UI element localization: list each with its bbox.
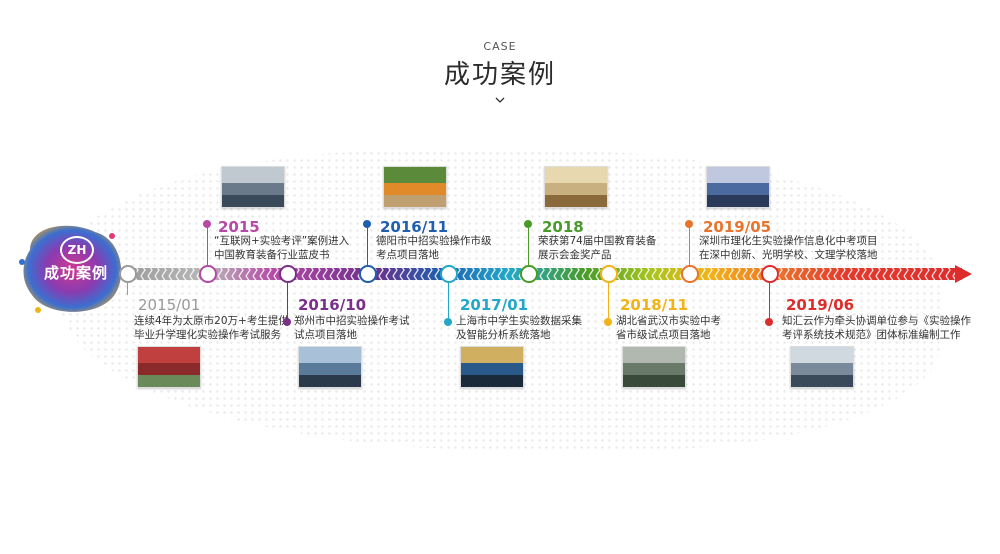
marker-dot — [604, 318, 612, 326]
classroom-photo[interactable] — [221, 166, 285, 208]
connector-line — [689, 226, 690, 266]
section-title: 成功案例 — [443, 60, 556, 90]
event-description-line: 知汇云作为牵头协调单位参与《实验操作 — [782, 315, 971, 327]
event-description-line: 省市级试点项目落地 — [616, 329, 711, 341]
timeline-node-e2018-11[interactable] — [600, 265, 618, 283]
event-year: 2017/01 — [460, 296, 529, 314]
connector-line — [769, 283, 770, 321]
meeting-photo[interactable] — [706, 166, 770, 208]
marker-dot — [283, 318, 291, 326]
event-year: 2019/06 — [786, 296, 855, 314]
students-photo[interactable] — [383, 166, 447, 208]
chevron-down-icon — [495, 97, 505, 103]
event-year: 2015 — [218, 218, 260, 236]
event-year: 2016/10 — [298, 296, 367, 314]
badge-label: 成功案例 — [43, 264, 108, 282]
conference-photo[interactable] — [790, 346, 854, 388]
event-description-line: 考评系统技术规范》团体标准编制工作 — [782, 329, 961, 341]
timeline-node-e2018[interactable] — [520, 265, 538, 283]
event-year: 2018 — [542, 218, 584, 236]
timeline-arrow-head — [955, 265, 972, 283]
event-description-line: 德阳市中招实验操作市级 — [376, 235, 492, 247]
event-description-line: “互联网+实验考评”案例进入 — [214, 235, 350, 247]
connector-line — [287, 283, 288, 321]
event-description-line: 荣获第74届中国教育装备 — [538, 235, 657, 247]
event-description-line: 展示会金奖产品 — [538, 249, 612, 261]
event-description-line: 中国教育装备行业蓝皮书 — [214, 249, 330, 261]
exam-room-photo[interactable] — [622, 346, 686, 388]
event-description-line: 试点项目落地 — [294, 329, 357, 341]
timeline-node-e2019-06[interactable] — [761, 265, 779, 283]
marker-dot — [685, 220, 693, 228]
timeline-node-e2019-05[interactable] — [681, 265, 699, 283]
event-year: 2016/11 — [380, 218, 449, 236]
event-description-line: 毕业升学理化实验操作考试服务 — [134, 329, 281, 341]
event-description-line: 湖北省武汉市实验中考 — [616, 315, 721, 327]
marker-dot — [524, 220, 532, 228]
timeline-node-e2015[interactable] — [199, 265, 217, 283]
connector-line — [367, 226, 368, 266]
connector-line — [448, 283, 449, 321]
event-year: 2018/11 — [620, 296, 689, 314]
timeline-node-e2017-01[interactable] — [440, 265, 458, 283]
event-year: 2015/01 — [138, 296, 201, 314]
timeline-node-e2016-11[interactable] — [359, 265, 377, 283]
event-description-line: 郑州市中招实验操作考试 — [294, 315, 410, 327]
event-description-line: 深圳市理化生实验操作信息化中考项目 — [699, 235, 878, 247]
connector-line — [608, 283, 609, 321]
marker-dot — [203, 220, 211, 228]
timeline-node-e2015-01[interactable] — [119, 265, 137, 283]
school-gate-photo[interactable] — [137, 346, 201, 388]
lab-photo[interactable] — [298, 346, 362, 388]
event-year: 2019/05 — [703, 218, 772, 236]
logo-icon: ZH — [60, 236, 94, 264]
timeline-node-e2016-10[interactable] — [279, 265, 297, 283]
world-map-background — [60, 150, 940, 450]
marker-dot — [765, 318, 773, 326]
event-description-line: 及智能分析系统落地 — [456, 329, 551, 341]
event-description-line: 考点项目落地 — [376, 249, 439, 261]
event-description-line: 在深中创新、光明学校、文理学校落地 — [699, 249, 878, 261]
exhibit-photo[interactable] — [460, 346, 524, 388]
badge-blob — [19, 225, 122, 313]
marker-dot — [363, 220, 371, 228]
connector-line — [207, 226, 208, 266]
connector-line — [127, 283, 128, 295]
marker-dot — [444, 318, 452, 326]
section-subtitle: CASE — [483, 40, 517, 53]
event-description-line: 连续4年为太原市20万+考生提供 — [134, 315, 289, 327]
award-photo[interactable] — [544, 166, 608, 208]
event-description-line: 上海市中学生实验数据采集 — [456, 315, 582, 327]
connector-line — [528, 226, 529, 266]
